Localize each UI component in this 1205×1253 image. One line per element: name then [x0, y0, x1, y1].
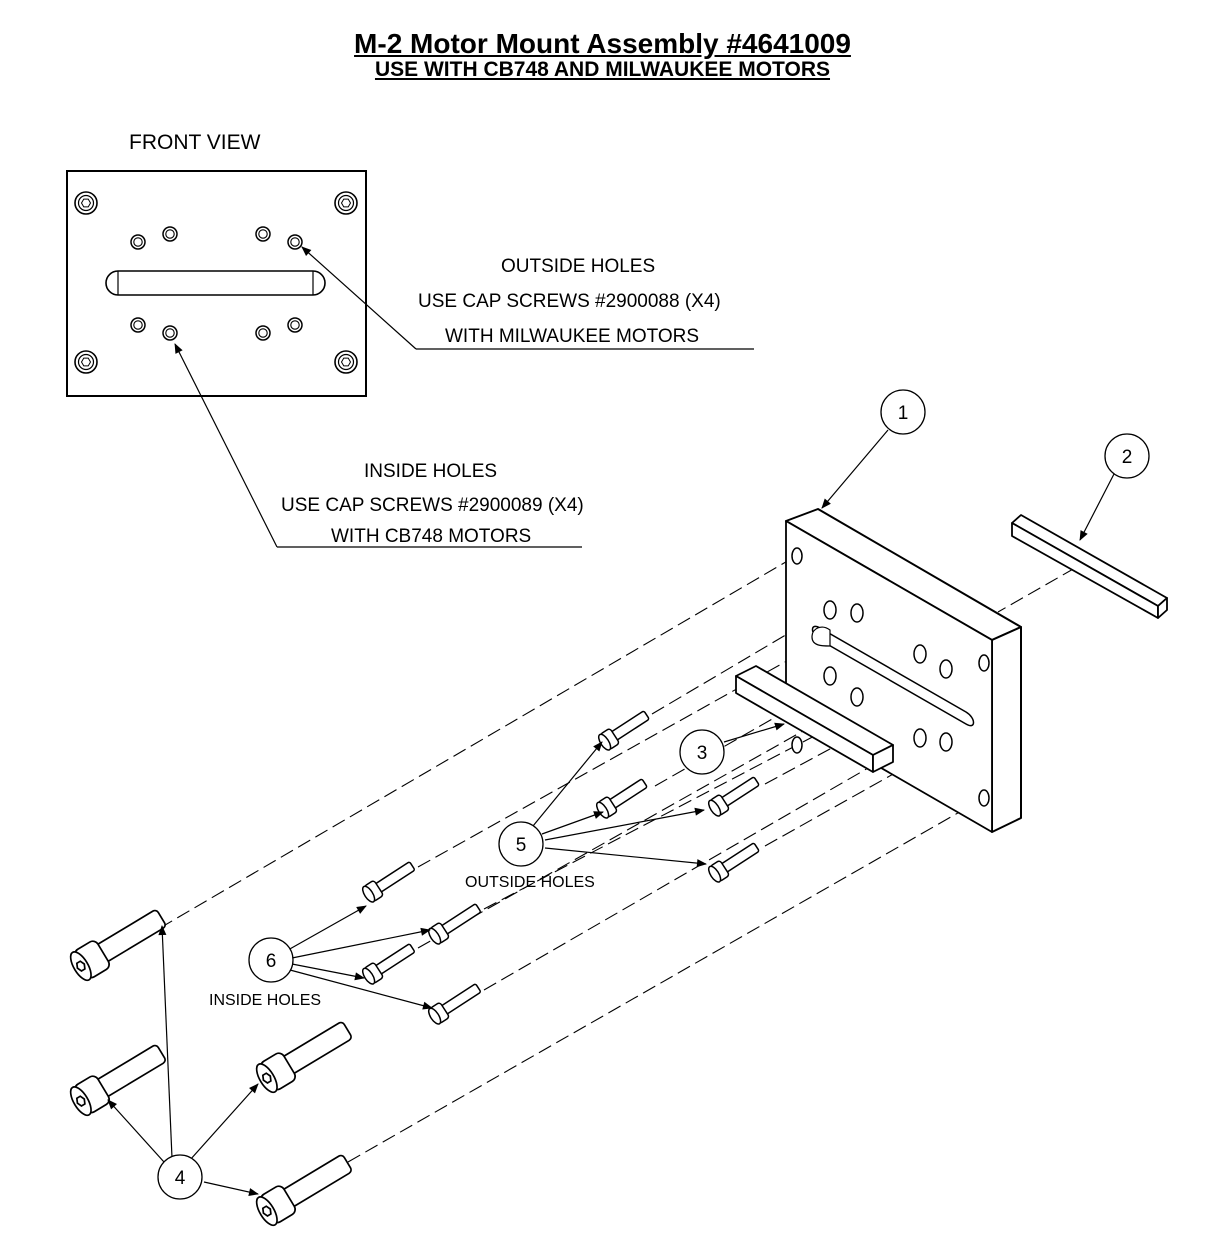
callout-4: 4	[157, 1154, 203, 1200]
callout-5: 5	[498, 821, 544, 867]
front-view-plate	[66, 170, 367, 397]
key-bar-3	[735, 665, 894, 773]
callout-6-number: 6	[266, 951, 277, 972]
callout-4-number: 4	[175, 1168, 186, 1189]
callout-3: 3	[679, 729, 725, 775]
motor-mount-plate	[785, 508, 1022, 833]
callout-1: 1	[880, 389, 926, 435]
callout-6: 6	[248, 937, 294, 983]
drawing-title: M-2 Motor Mount Assembly #4641009	[354, 28, 851, 59]
callout-5-number: 5	[516, 835, 527, 856]
inside-note-line1: INSIDE HOLES	[364, 461, 498, 482]
callout-1-number: 1	[898, 403, 909, 424]
outside-note-line1: OUTSIDE HOLES	[501, 256, 656, 277]
outside-note-line2: USE CAP SCREWS #2900088 (X4)	[418, 291, 721, 312]
inside-note-line2: USE CAP SCREWS #2900089 (X4)	[281, 495, 584, 516]
cap-screws-outside	[595, 710, 760, 883]
drawing-subtitle: USE WITH CB748 AND MILWAUKEE MOTORS	[374, 58, 831, 81]
front-view-leaders	[174, 246, 754, 548]
callout-2: 2	[1104, 433, 1150, 479]
inside-note-line3: WITH CB748 MOTORS	[331, 526, 532, 547]
callout-2-number: 2	[1122, 447, 1133, 468]
front-view-label: FRONT VIEW	[129, 131, 261, 154]
cap-screws-large	[69, 909, 352, 1227]
key-bar-2	[1011, 514, 1168, 619]
inside-holes-label: INSIDE HOLES	[209, 992, 322, 1009]
outside-note-line3: WITH MILWAUKEE MOTORS	[445, 326, 700, 347]
cap-screws-inside	[361, 861, 481, 1025]
callout-3-number: 3	[697, 743, 708, 764]
callout-leaders	[107, 429, 1115, 1196]
outside-holes-label: OUTSIDE HOLES	[465, 874, 595, 891]
